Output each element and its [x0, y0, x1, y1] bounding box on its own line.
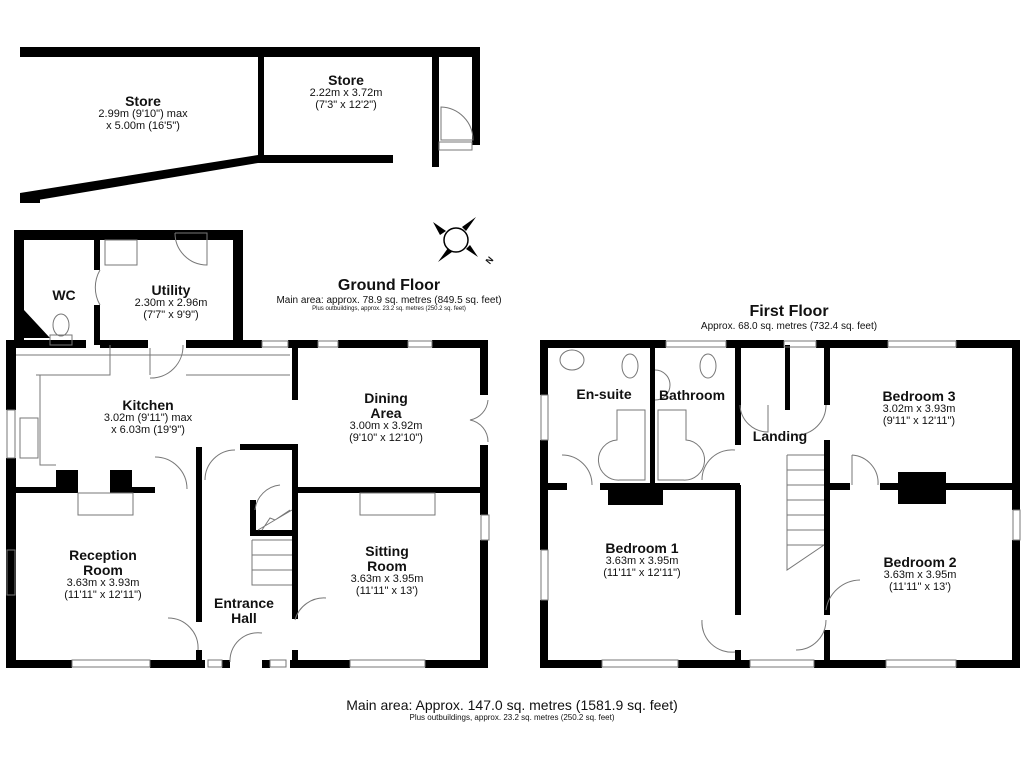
room-name: Room [367, 558, 407, 575]
total-outbuildings-area: Plus outbuildings, approx. 23.2 sq. metr… [409, 713, 615, 722]
total-main-area: Main area: Approx. 147.0 sq. metres (158… [346, 697, 678, 713]
room-dimension: (9'11" x 12'11") [882, 414, 956, 427]
ground-floor-title: Ground Floor Main area: approx. 78.9 sq.… [276, 277, 501, 312]
room-dimension: 2.99m (9'10") max [98, 108, 188, 121]
room-dimension: 3.63m x 3.95m [605, 555, 679, 568]
room-name: Hall [231, 610, 257, 627]
room-label-store-small: Store 2.22m x 3.72m (7'3" x 12'2") [309, 72, 383, 112]
room-name: Bathroom [658, 387, 726, 403]
room-name: Sitting [365, 543, 409, 559]
room-dimension: x 5.00m (16'5") [106, 119, 180, 132]
room-dimension: (7'3" x 12'2") [315, 98, 377, 111]
room-dimension: 3.00m x 3.92m [349, 420, 423, 433]
room-dimension: 3.63m x 3.95m [883, 569, 957, 582]
room-dimension: (11'11" x 12'11") [603, 566, 681, 579]
room-dimension: (7'7" x 9'9") [143, 308, 199, 321]
room-label-en-suite: En-suite [576, 386, 632, 402]
room-name: Store [125, 93, 161, 109]
room-dimension: 3.02m x 3.93m [882, 403, 956, 416]
room-name: Bedroom 2 [883, 554, 957, 570]
outbuildings-area: Plus outbuildings, approx. 23.2 sq. metr… [312, 306, 466, 312]
room-dimension: x 6.03m (19'9") [111, 423, 185, 436]
room-label-store-large: Store 2.99m (9'10") max x 5.00m (16'5") [98, 93, 188, 133]
room-name: Dining [364, 390, 408, 406]
room-label-wc: WC [52, 287, 76, 303]
room-label-landing: Landing [752, 428, 808, 444]
doors-and-fixtures [6, 106, 1021, 668]
room-name: En-suite [576, 386, 632, 402]
walls [6, 47, 1020, 668]
room-dimension: 3.02m (9'11") max [103, 412, 193, 425]
room-label-bedroom-1: Bedroom 1 3.63m x 3.95m (11'11" x 12'11"… [603, 540, 681, 580]
floor-title: First Floor [749, 303, 829, 320]
room-name: Entrance [214, 595, 274, 611]
room-label-bedroom-2: Bedroom 2 3.63m x 3.95m (11'11" x 13') [883, 554, 957, 594]
total-area-footer: Main area: Approx. 147.0 sq. metres (158… [346, 697, 678, 722]
room-name: Area [370, 405, 402, 422]
room-dimension: (9'10" x 12'10") [349, 432, 423, 445]
room-label-dining-area: Dining Area 3.00m x 3.92m (9'10" x 12'10… [349, 390, 423, 445]
room-dimension: 2.22m x 3.72m [309, 87, 383, 100]
room-name: Bedroom 3 [882, 388, 956, 404]
room-dimension: 2.30m x 2.96m [134, 297, 208, 310]
room-label-entrance-hall: Entrance Hall [214, 595, 274, 627]
floor-area: Main area: approx. 78.9 sq. metres (849.… [276, 295, 502, 306]
room-name: Utility [151, 282, 191, 298]
room-label-sitting-room: Sitting Room 3.63m x 3.95m (11'11" x 13'… [350, 543, 424, 598]
room-name: Reception [69, 547, 137, 563]
room-name: Kitchen [122, 397, 174, 413]
compass-icon [433, 217, 478, 262]
room-label-bedroom-3: Bedroom 3 3.02m x 3.93m (9'11" x 12'11") [882, 388, 956, 428]
room-dimension: (11'11" x 13') [888, 580, 952, 593]
room-label-bathroom: Bathroom [658, 387, 726, 403]
room-name: Store [328, 72, 364, 88]
room-dimension: 3.63m x 3.95m [350, 573, 424, 586]
room-name: Landing [752, 428, 808, 444]
floor-area: Approx. 68.0 sq. metres (732.4 sq. feet) [700, 321, 878, 332]
floor-title: Ground Floor [337, 277, 441, 294]
room-label-reception-room: Reception Room 3.63m x 3.93m (11'11" x 1… [64, 547, 142, 602]
first-floor-title: First Floor Approx. 68.0 sq. metres (732… [701, 303, 877, 332]
room-label-utility: Utility 2.30m x 2.96m (7'7" x 9'9") [134, 282, 208, 322]
room-dimension: 3.63m x 3.93m [66, 577, 140, 590]
room-label-kitchen: Kitchen 3.02m (9'11") max x 6.03m (19'9"… [103, 397, 193, 437]
room-name: Room [83, 562, 123, 579]
room-dimension: (11'11" x 12'11") [64, 589, 142, 602]
room-dimension: (11'11" x 13') [355, 585, 419, 598]
room-name: WC [52, 287, 76, 303]
room-name: Bedroom 1 [605, 540, 679, 556]
